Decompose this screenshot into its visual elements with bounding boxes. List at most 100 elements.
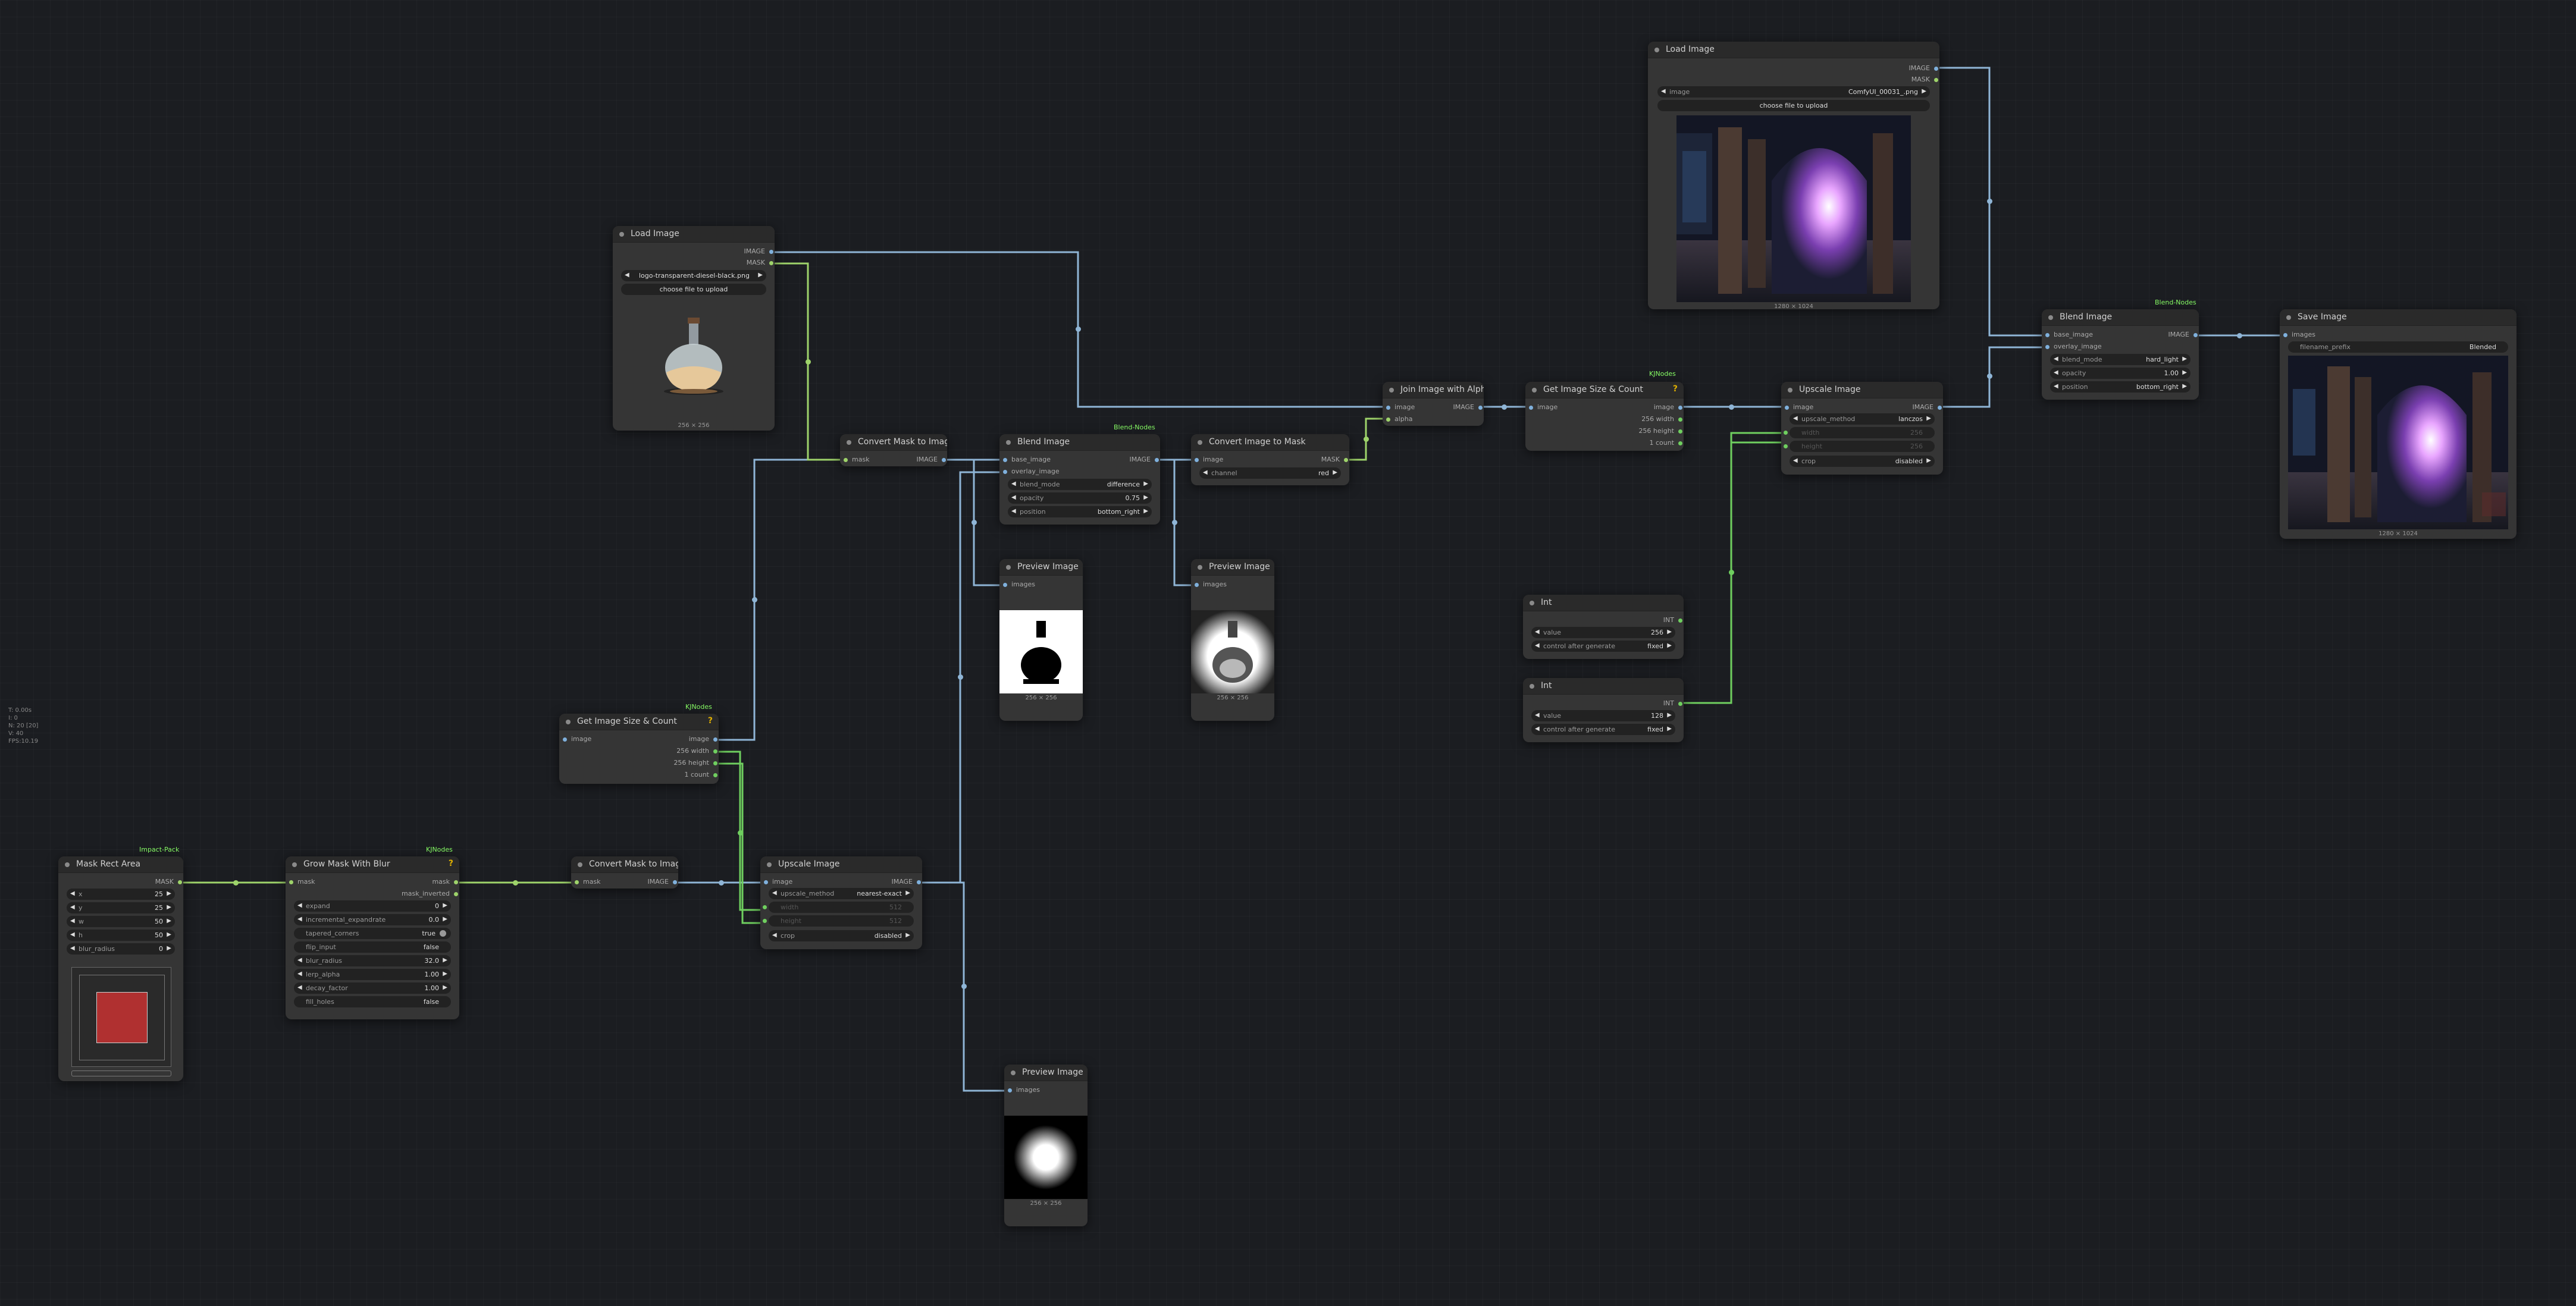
arrow-right-icon[interactable]: ▶ xyxy=(2182,369,2187,376)
input-socket[interactable] xyxy=(2283,333,2287,337)
output-count[interactable]: 1 count xyxy=(684,771,717,778)
output-mask[interactable]: MASK xyxy=(1911,76,1938,83)
collapse-dot[interactable] xyxy=(566,720,571,724)
arrow-right-icon[interactable]: ▶ xyxy=(758,272,763,278)
node-get-image-size-count[interactable]: Get Image Size & Count? image image 256 … xyxy=(1525,382,1684,451)
input-images[interactable]: images xyxy=(1195,580,1227,588)
node-title-bar[interactable]: Mask Rect Area xyxy=(58,856,183,873)
input-images[interactable]: images xyxy=(1008,1086,1040,1094)
output-socket[interactable] xyxy=(1678,702,1682,706)
input-mask[interactable]: mask xyxy=(844,456,870,463)
output-mask[interactable]: MASK xyxy=(747,259,773,266)
arrow-left-icon[interactable]: ◀ xyxy=(297,971,302,977)
node-title-bar[interactable]: Preview Image xyxy=(1191,559,1274,576)
node-upscale-image[interactable]: Upscale Image image IMAGE ◀upscale_metho… xyxy=(1781,382,1943,475)
arrow-right-icon[interactable]: ▶ xyxy=(1667,629,1672,635)
mask-area-canvas[interactable] xyxy=(71,967,171,1067)
output-image[interactable]: IMAGE xyxy=(916,456,946,463)
input-overlay-image[interactable]: overlay_image xyxy=(2045,343,2102,350)
output-image[interactable]: IMAGE xyxy=(1909,64,1938,72)
input-socket[interactable] xyxy=(2045,345,2049,349)
node-load-image-logo[interactable]: Load Image IMAGE MASK ◀logo-transparent-… xyxy=(613,226,775,431)
help-icon[interactable]: ? xyxy=(448,859,453,868)
output-socket[interactable] xyxy=(769,250,773,254)
output-socket[interactable] xyxy=(2193,333,2198,337)
wire-reroute-dot[interactable] xyxy=(752,597,757,602)
wire-reroute-dot[interactable] xyxy=(2237,333,2242,338)
arrow-right-icon[interactable]: ▶ xyxy=(167,904,171,911)
input-images[interactable]: images xyxy=(2283,331,2315,338)
arrow-right-icon[interactable]: ▶ xyxy=(443,916,447,922)
collapse-dot[interactable] xyxy=(1389,388,1394,393)
output-socket[interactable] xyxy=(713,761,717,765)
collapse-dot[interactable] xyxy=(578,862,582,867)
input-height-socket[interactable] xyxy=(1784,444,1788,448)
arrow-right-icon[interactable]: ▶ xyxy=(1667,642,1672,649)
arrow-right-icon[interactable]: ▶ xyxy=(1143,494,1148,501)
output-socket[interactable] xyxy=(1155,458,1159,462)
output-image[interactable]: IMAGE xyxy=(1912,403,1942,411)
arrow-right-icon[interactable]: ▶ xyxy=(167,890,171,897)
output-mask[interactable]: MASK xyxy=(1321,456,1348,463)
output-socket[interactable] xyxy=(713,749,717,754)
input-image[interactable]: image xyxy=(563,735,591,743)
collapse-dot[interactable] xyxy=(1530,601,1534,605)
output-socket[interactable] xyxy=(769,261,773,265)
node-upscale-image-2[interactable]: Upscale Image image IMAGE ◀upscale_metho… xyxy=(760,856,922,949)
wire-reroute-dot[interactable] xyxy=(1987,199,1992,204)
input-image[interactable]: image xyxy=(1195,456,1223,463)
mask-area-scrollbar[interactable] xyxy=(71,1070,171,1076)
wire-reroute-dot[interactable] xyxy=(1172,520,1177,525)
output-socket[interactable] xyxy=(1678,417,1682,422)
node-blend-image[interactable]: Blend Image base_image overlay_image IMA… xyxy=(999,434,1160,525)
node-blend-image-2[interactable]: Blend Image base_image overlay_image IMA… xyxy=(2042,309,2199,400)
input-socket[interactable] xyxy=(2045,333,2049,337)
output-socket[interactable] xyxy=(1934,67,1938,71)
input-width-socket[interactable] xyxy=(1784,431,1788,435)
node-title-bar[interactable]: Join Image with Alpha xyxy=(1383,382,1484,398)
output-image[interactable]: IMAGE xyxy=(744,247,773,255)
output-socket[interactable] xyxy=(1934,78,1938,82)
node-title-bar[interactable]: Grow Mask With Blur? xyxy=(286,856,459,873)
arrow-right-icon[interactable]: ▶ xyxy=(1926,415,1931,422)
input-base-image[interactable]: base_image xyxy=(1003,456,1051,463)
output-socket[interactable] xyxy=(713,773,717,777)
arrow-left-icon[interactable]: ◀ xyxy=(2054,369,2058,376)
collapse-dot[interactable] xyxy=(65,862,70,867)
input-base-image[interactable]: base_image xyxy=(2045,331,2093,338)
wire-reroute-dot[interactable] xyxy=(513,880,518,886)
arrow-left-icon[interactable]: ◀ xyxy=(1203,469,1208,476)
arrow-left-icon[interactable]: ◀ xyxy=(1793,415,1798,422)
arrow-right-icon[interactable]: ▶ xyxy=(443,957,447,963)
input-socket[interactable] xyxy=(563,737,567,742)
input-image[interactable]: image xyxy=(764,878,792,886)
wire-reroute-dot[interactable] xyxy=(738,830,743,836)
collapse-dot[interactable] xyxy=(1198,440,1202,445)
wire-reroute-dot[interactable] xyxy=(1076,326,1081,332)
collapse-dot[interactable] xyxy=(2048,315,2053,320)
node-preview-image-1[interactable]: Preview Image images 256 × 256 xyxy=(999,559,1083,721)
arrow-left-icon[interactable]: ◀ xyxy=(1011,494,1016,501)
output-socket[interactable] xyxy=(1678,429,1682,434)
output-socket[interactable] xyxy=(673,880,677,884)
arrow-right-icon[interactable]: ▶ xyxy=(167,945,171,952)
node-convert-mask-to-image[interactable]: Convert Mask to Image mask IMAGE xyxy=(840,434,947,466)
output-width[interactable]: 256 width xyxy=(676,747,717,755)
arrow-right-icon[interactable]: ▶ xyxy=(1143,481,1148,487)
output-socket[interactable] xyxy=(454,892,458,896)
arrow-right-icon[interactable]: ▶ xyxy=(1143,508,1148,514)
input-socket[interactable] xyxy=(289,880,293,884)
wire-reroute-dot[interactable] xyxy=(806,359,811,365)
input-socket[interactable] xyxy=(575,880,579,884)
arrow-right-icon[interactable]: ▶ xyxy=(1922,88,1926,95)
node-convert-image-to-mask[interactable]: Convert Image to Mask image MASK ◀channe… xyxy=(1191,434,1349,485)
